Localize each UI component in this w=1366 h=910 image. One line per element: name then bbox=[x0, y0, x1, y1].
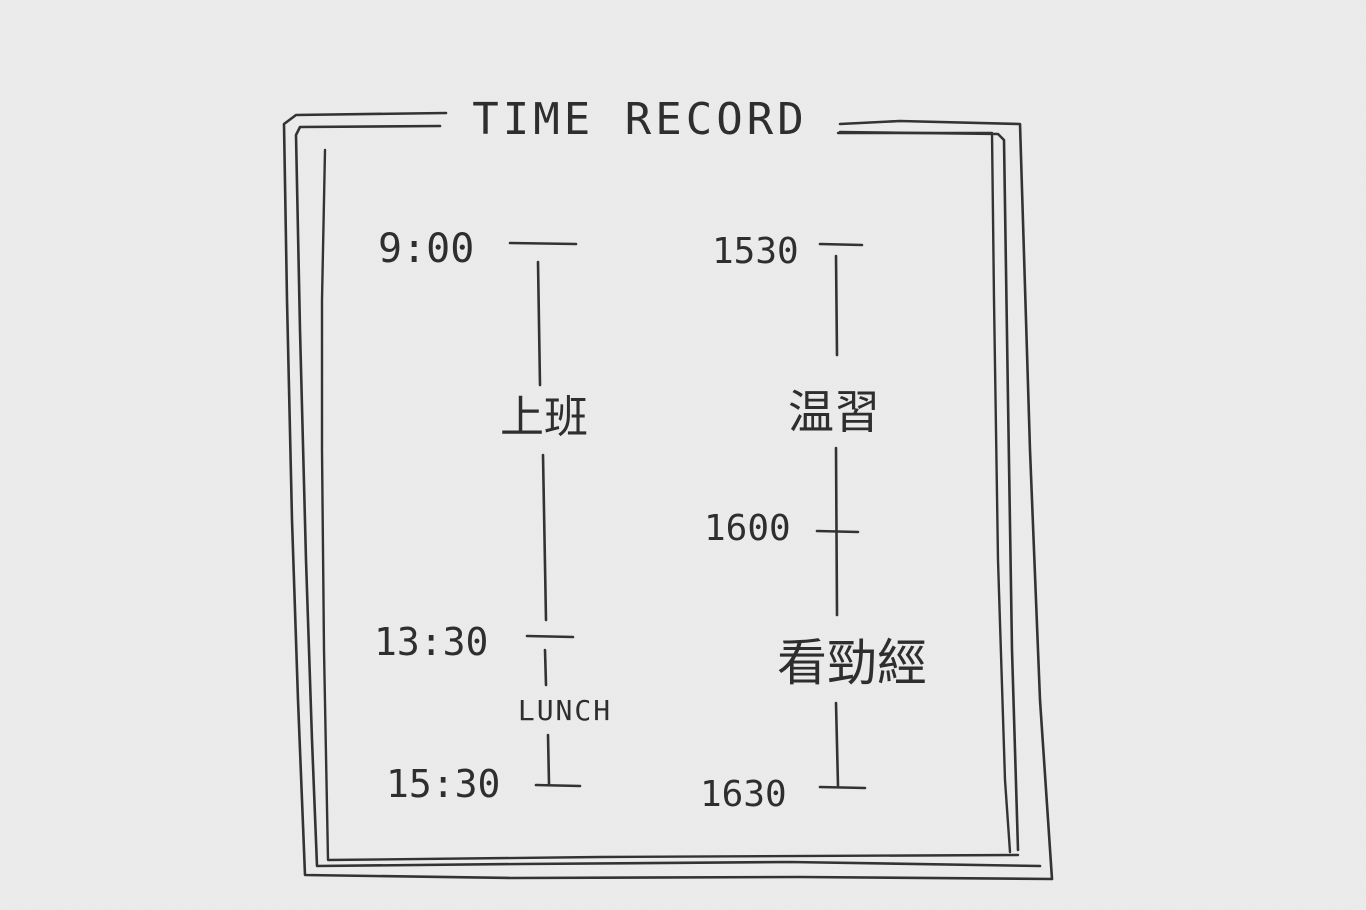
right-activity-review: 温習 bbox=[788, 385, 880, 439]
right-time-start: 1530 bbox=[712, 231, 799, 272]
innermost-border-left bbox=[320, 148, 1020, 862]
right-time-end: 1630 bbox=[700, 774, 787, 815]
right-activity-sutra: 看勁經 bbox=[777, 634, 927, 692]
left-activity-lunch: LUNCH bbox=[518, 694, 612, 727]
left-tick-middle bbox=[525, 634, 575, 639]
left-segment-1 bbox=[536, 260, 542, 387]
left-activity-work: 上班 bbox=[500, 392, 588, 443]
innermost-border-right bbox=[836, 131, 1012, 854]
right-segment-2 bbox=[834, 446, 839, 617]
frame bbox=[282, 111, 1054, 881]
left-tick-end bbox=[534, 783, 582, 788]
left-segment-3 bbox=[543, 648, 548, 687]
left-time-middle: 13:30 bbox=[374, 620, 488, 664]
left-time-end: 15:30 bbox=[386, 762, 500, 806]
right-time-middle: 1600 bbox=[704, 508, 791, 549]
left-timeline: 9:00 13:30 15:30 上班 LUNCH bbox=[374, 226, 612, 806]
inner-border-left-bottom bbox=[294, 124, 1042, 868]
left-time-start: 9:00 bbox=[378, 226, 474, 272]
page-title: TIME RECORD bbox=[472, 94, 807, 145]
right-tick-end bbox=[818, 785, 867, 790]
right-segment-3 bbox=[834, 701, 840, 788]
right-timeline: 1530 1600 1630 温習 看勁經 bbox=[700, 231, 927, 815]
right-tick-start bbox=[818, 242, 864, 247]
left-segment-2 bbox=[541, 453, 548, 622]
outer-border bbox=[282, 111, 1054, 881]
right-segment-1 bbox=[834, 254, 839, 357]
left-tick-start bbox=[508, 241, 578, 246]
left-segment-4 bbox=[546, 733, 551, 786]
